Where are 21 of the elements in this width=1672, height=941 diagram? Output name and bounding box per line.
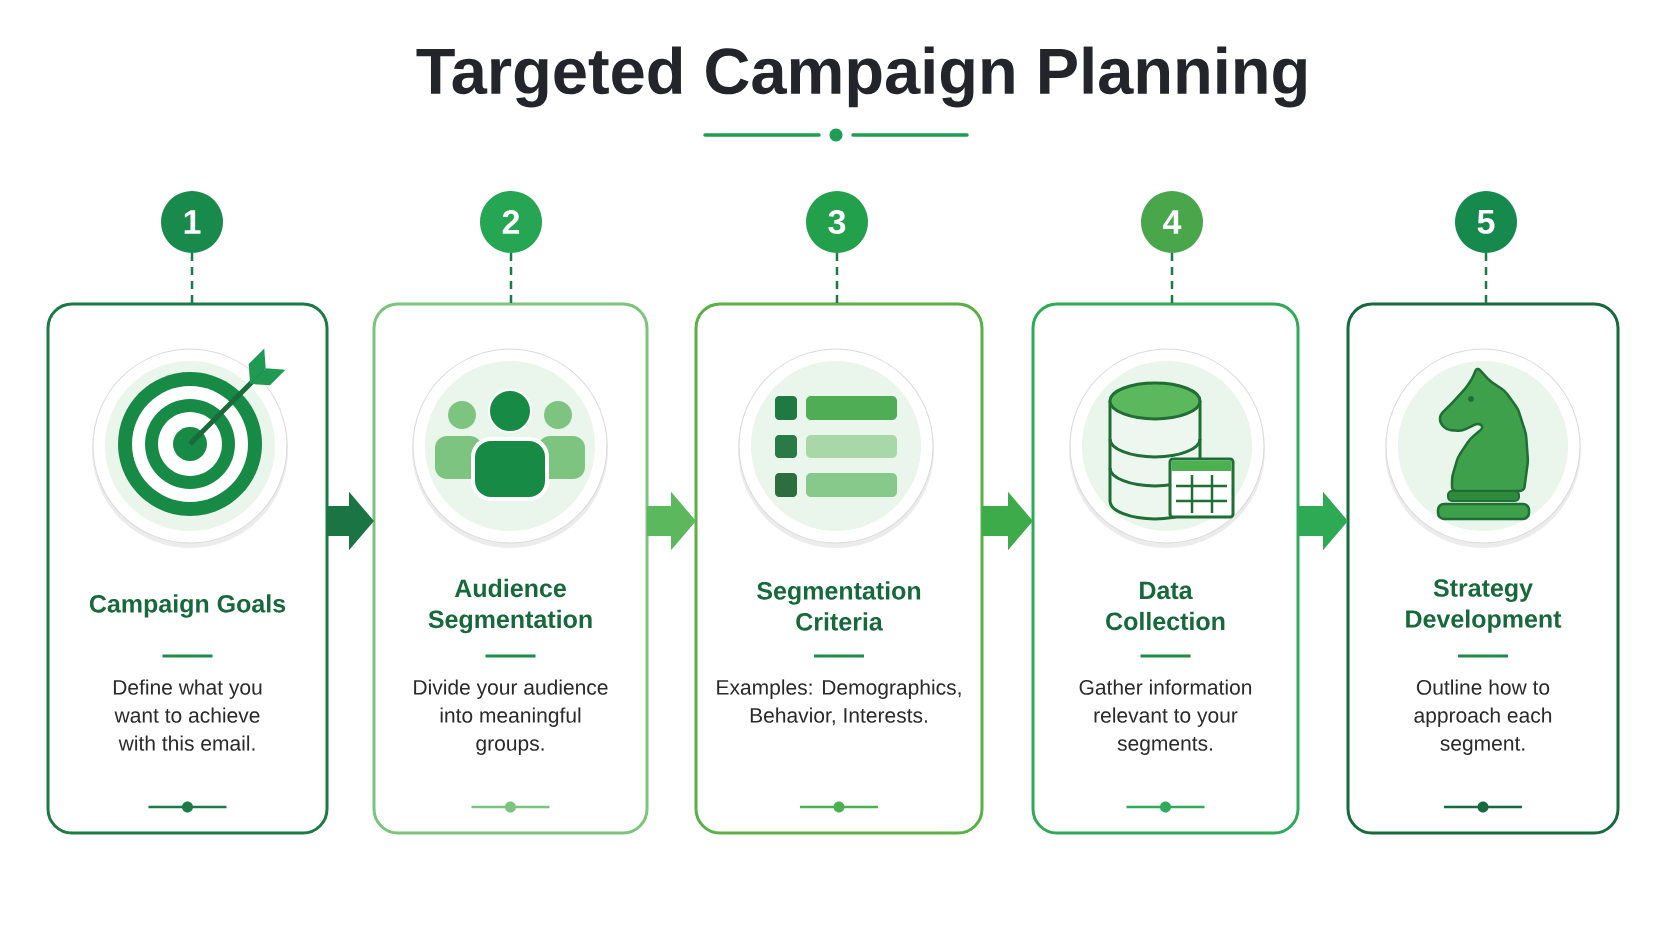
connector-line [1484, 253, 1488, 304]
card-description: Gather information relevant to your segments. [1079, 679, 1252, 755]
number-badge: 4 [1141, 191, 1203, 253]
title: Targeted Campaign Planning [416, 46, 1306, 108]
card-heading: Data Collection [1106, 581, 1225, 631]
card-description: Divide your audience into meaningful groups. [414, 679, 608, 755]
connector-line [1170, 253, 1174, 304]
number-badge: 2 [480, 191, 542, 253]
number-badge: 5 [1455, 191, 1517, 253]
card-description: Examples: Demographics, Behavior, Interests. [717, 679, 961, 726]
card-description: Outline how to approach each segment. [1414, 679, 1552, 755]
number-badge: 3 [806, 191, 868, 253]
connector-line [509, 253, 513, 304]
card-heading: Strategy Development [1406, 579, 1562, 633]
card-description: Define what you want to achieve with this email. [113, 679, 262, 751]
card-heading: Segmentation Criteria [757, 581, 921, 631]
card-heading: Audience Segmentation [428, 578, 592, 634]
connector-line [835, 253, 839, 304]
connector-line [190, 253, 194, 304]
number-badge: 1 [161, 191, 223, 253]
card-heading: Campaign Goals [89, 594, 286, 618]
